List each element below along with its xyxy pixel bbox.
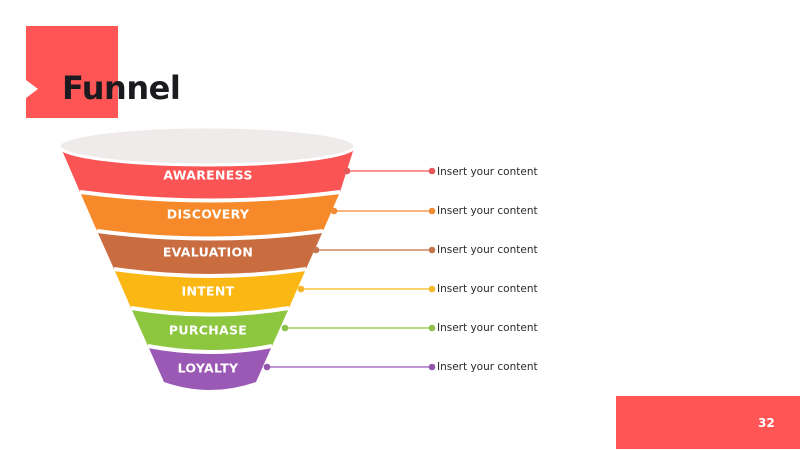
content-text-awareness: Insert your content: [437, 166, 538, 178]
funnel-top: [57, 125, 357, 167]
content-text-discovery: Insert your content: [437, 205, 538, 217]
funnel-band-discovery: [80, 192, 340, 239]
funnel-band-purchase: [131, 308, 289, 352]
connector-purchase: [281, 324, 436, 332]
stage-label-awareness: AWARENESS: [163, 167, 253, 183]
connector-loyalty: [263, 363, 436, 371]
connector-intent: [297, 285, 436, 293]
content-text-intent: Insert your content: [437, 283, 538, 295]
connector-discovery: [330, 207, 436, 215]
stage-label-loyalty: LOYALTY: [177, 360, 239, 376]
funnel-band-loyalty: [148, 346, 272, 390]
stage-label-intent: INTENT: [181, 283, 235, 299]
stage-label-evaluation: EVALUATION: [162, 244, 254, 260]
funnel-band-evaluation: [97, 231, 323, 276]
page-title: Funnel: [62, 69, 181, 107]
funnel-band-intent: [114, 269, 306, 315]
connector-awareness: [343, 167, 436, 175]
stage-label-discovery: DISCOVERY: [166, 206, 250, 222]
content-text-loyalty: Insert your content: [437, 361, 538, 373]
stage-label-purchase: PURCHASE: [168, 322, 248, 338]
connector-evaluation: [312, 246, 436, 254]
content-text-purchase: Insert your content: [437, 322, 538, 334]
page-number: 32: [758, 416, 775, 430]
page-number-box: [616, 396, 800, 449]
title-accent-block: [26, 26, 118, 118]
content-text-evaluation: Insert your content: [437, 244, 538, 256]
